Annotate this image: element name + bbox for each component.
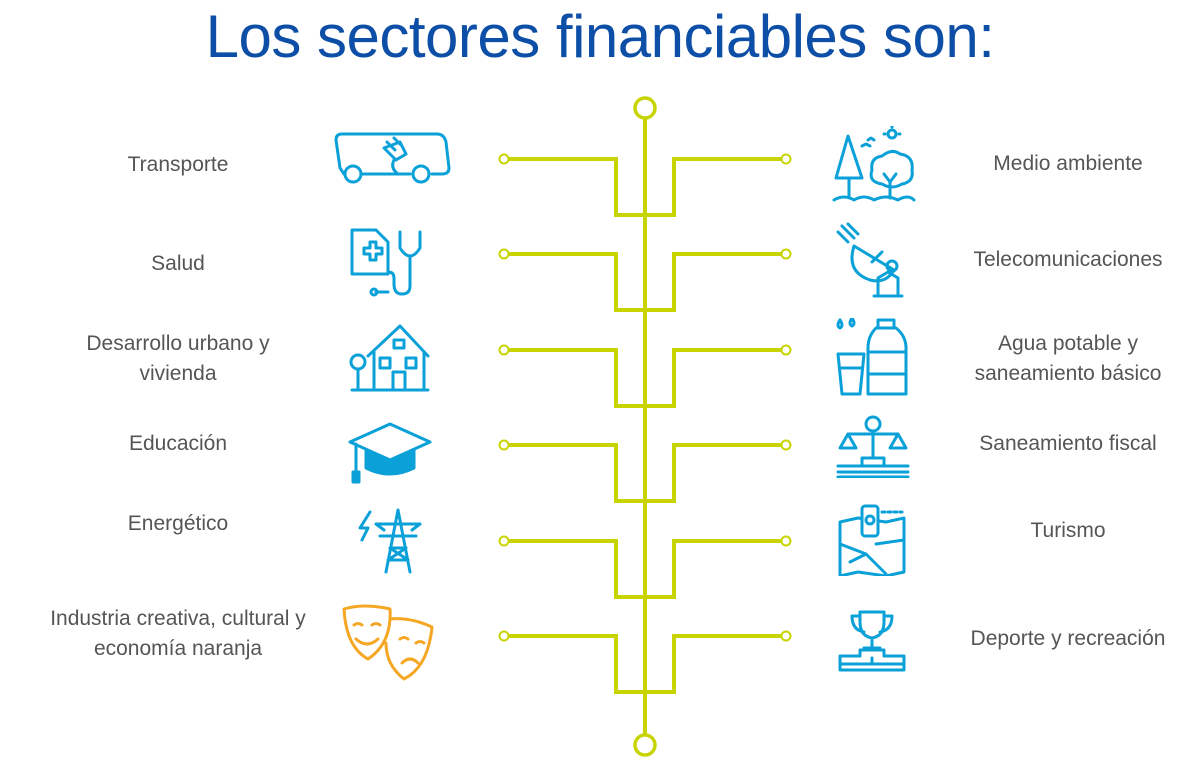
connector-left-node — [498, 630, 510, 642]
connector-left-node — [498, 439, 510, 451]
connector-3 — [506, 348, 784, 408]
label-desarrollo-urbano: Desarrollo urbano y vivienda — [28, 329, 328, 389]
map-phone-icon — [836, 504, 908, 578]
connector-left-node — [498, 535, 510, 547]
connector-right-node — [780, 439, 792, 451]
label-text: Industria creativa, cultural y economía … — [50, 607, 306, 660]
connector-2 — [506, 252, 784, 312]
connector-right-node — [780, 630, 792, 642]
connector-4 — [506, 443, 784, 503]
label-industria-creativa: Industria creativa, cultural y economía … — [28, 604, 328, 664]
connector-right-node — [780, 153, 792, 165]
connector-right-node — [780, 344, 792, 356]
connector-1 — [506, 157, 784, 217]
scales-money-icon — [836, 414, 910, 479]
label-transporte: Transporte — [127, 153, 229, 176]
label-educacion: Educación — [128, 432, 228, 455]
label-deporte: Deporte y recreación — [970, 627, 1166, 650]
connector-left-node — [498, 248, 510, 260]
label-text: Agua potable y saneamiento básico — [974, 332, 1162, 385]
label-telecomunicaciones: Telecomunicaciones — [973, 248, 1163, 271]
power-tower-icon — [356, 508, 426, 574]
connector-left-node — [498, 153, 510, 165]
satellite-dish-icon — [836, 222, 912, 300]
label-energetico: Energético — [127, 512, 229, 535]
house-icon — [348, 322, 430, 394]
page-title: Los sectores financiables son: — [205, 3, 995, 70]
connector-right-node — [780, 248, 792, 260]
trophy-podium-icon — [836, 608, 908, 674]
connector-right-node — [780, 535, 792, 547]
label-medio-ambiente: Medio ambiente — [993, 152, 1143, 175]
connector-6 — [506, 634, 784, 694]
connector-left-node — [498, 344, 510, 356]
trees-icon — [832, 124, 916, 204]
connector-5 — [506, 539, 784, 599]
electric-bus-icon — [332, 128, 452, 188]
theater-masks-icon — [340, 603, 436, 683]
label-saneamiento-fiscal: Saneamiento fiscal — [979, 432, 1157, 455]
stethoscope-icon — [348, 226, 438, 298]
label-text: Desarrollo urbano y vivienda — [86, 332, 270, 385]
spine-top-node — [633, 96, 657, 120]
label-agua-potable: Agua potable y saneamiento básico — [918, 329, 1200, 389]
label-salud: Salud — [151, 252, 205, 275]
label-turismo: Turismo — [1030, 519, 1106, 542]
water-bottle-icon — [834, 316, 910, 398]
graduation-cap-icon — [346, 420, 436, 486]
spine-bottom-node — [633, 733, 657, 757]
